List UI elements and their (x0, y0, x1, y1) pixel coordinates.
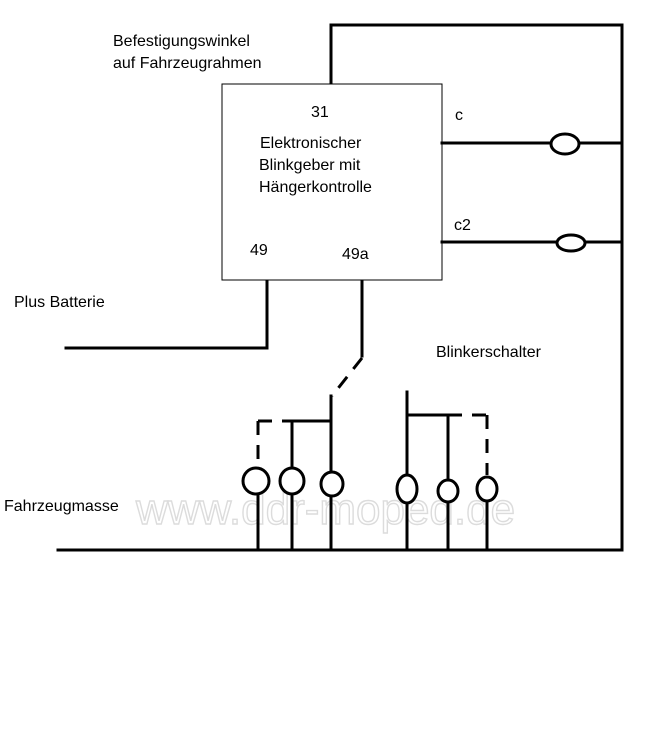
right-lamp-2 (436, 478, 460, 504)
indicator-lamp-c (549, 132, 581, 156)
terminal-49-label: 49 (250, 242, 268, 259)
terminal-c2-label: c2 (454, 217, 471, 234)
relay-label-line1: Elektronischer (260, 135, 362, 152)
terminal-31-label: 31 (311, 104, 329, 121)
left-lamp-3 (319, 470, 345, 498)
relay-label-line2: Blinkgeber mit (259, 157, 361, 174)
left-lamp-2 (278, 466, 306, 496)
terminal-49a-label: 49a (342, 246, 369, 263)
plus-battery-label: Plus Batterie (14, 294, 105, 311)
switch-lever-left (330, 357, 364, 397)
switch-label: Blinkerschalter (436, 344, 542, 361)
right-lamp-1 (395, 473, 419, 505)
terminal-c-label: c (455, 107, 463, 124)
left-lamp-1 (241, 466, 271, 496)
indicator-lamp-c2 (555, 233, 587, 253)
bracket-label-line1: Befestigungswinkel (113, 33, 250, 50)
relay-label-line3: Hängerkontrolle (259, 179, 372, 196)
ground-label: Fahrzeugmasse (4, 498, 119, 515)
frame-ground-wire (329, 23, 624, 552)
battery-wire (64, 279, 269, 350)
right-lamp-3 (475, 475, 499, 503)
bracket-label-line2: auf Fahrzeugrahmen (113, 55, 262, 72)
flasher-relay-box (221, 83, 443, 281)
